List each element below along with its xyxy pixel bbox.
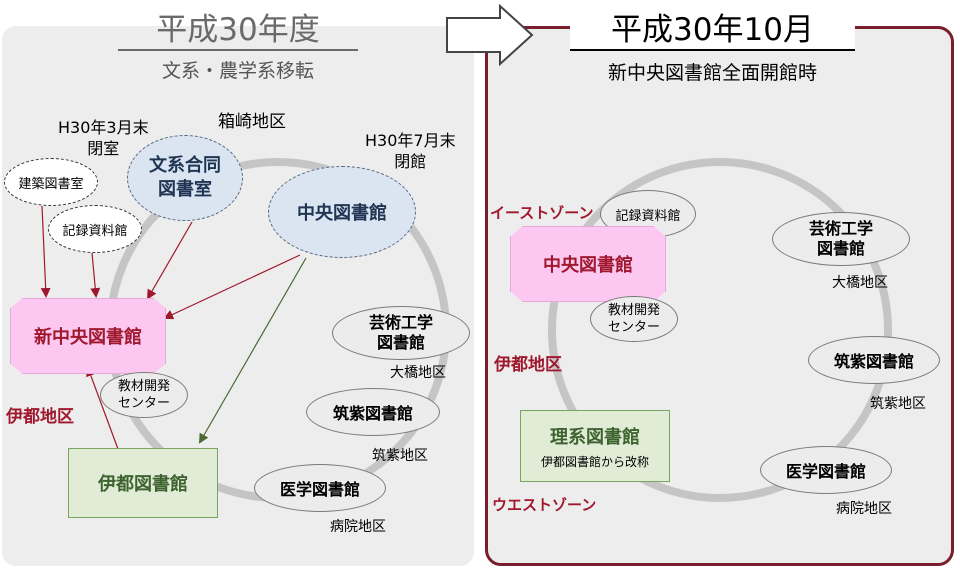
label-july-closure: H30年7月末 閉館 (365, 131, 456, 171)
label-byoin-area-right: 病院地区 (836, 501, 892, 517)
label-byoin-area: 病院地区 (330, 519, 386, 535)
right-title: 平成30年10月 (570, 2, 855, 50)
node-kyozai-center-right: 教材開発 センター (590, 296, 678, 342)
right-title-underline (570, 49, 855, 51)
label-ohashi-area: 大橋地区 (390, 365, 446, 381)
node-chikushi-library-right: 筑紫図書館 (808, 336, 940, 384)
rikei-title: 理系図書館 (550, 426, 640, 448)
node-kenchiku-library: 建築図書室 (4, 158, 98, 206)
node-chikushi-library: 筑紫図書館 (306, 388, 440, 436)
node-igaku-library-right: 医学図書館 (760, 446, 892, 494)
label-ito-area: 伊都地区 (6, 407, 74, 427)
node-rikei-library: 理系図書館 伊都図書館から改称 (520, 410, 670, 482)
node-geijutsu-library: 芸術工学 図書館 (332, 306, 470, 360)
transition-arrow (446, 3, 534, 67)
label-chikushi-area: 筑紫地区 (372, 448, 428, 464)
node-bunkei-library: 文系合同 図書室 (127, 135, 243, 221)
label-ohashi-area-right: 大橋地区 (832, 275, 888, 291)
label-chikushi-area-right: 筑紫地区 (870, 396, 926, 412)
node-ito-library: 伊都図書館 (68, 448, 218, 518)
node-kyozai-center: 教材開発 センター (100, 372, 188, 418)
left-title-underline (118, 49, 358, 51)
node-new-central-library: 新中央図書館 (10, 298, 166, 374)
left-title: 平成30年度 (156, 11, 320, 48)
arrow-kenchiku-to-shinchuo (40, 205, 51, 298)
arrow-chuo-to-ito (199, 257, 307, 444)
rikei-note: 伊都図書館から改称 (540, 454, 649, 469)
node-geijutsu-library-right: 芸術工学 図書館 (772, 212, 910, 266)
arrow-kiroku-to-shinchuo (90, 252, 101, 298)
label-east-zone: イーストゾーン (490, 204, 594, 222)
label-ito-area-right: 伊都地区 (494, 355, 562, 375)
node-chuo-library: 中央図書館 (268, 166, 416, 258)
left-subtitle: 文系・農学系移転 (161, 60, 314, 82)
arrow-bunkei-to-shinchuo (146, 221, 193, 300)
label-hakozaki: 箱崎地区 (218, 112, 286, 132)
arrow-chuo-to-shinchuo (163, 254, 301, 320)
right-subtitle: 新中央図書館全面開館時 (607, 62, 817, 84)
arrow-ito-to-shinchuo (86, 366, 119, 450)
node-kiroku-archive: 記録資料館 (48, 205, 142, 253)
node-chuo-library-right: 中央図書館 (510, 226, 666, 302)
right-campus-ring (548, 158, 892, 502)
node-igaku-library: 医学図書館 (254, 464, 386, 512)
label-west-zone: ウエストゾーン (492, 496, 597, 514)
label-march-closure: H30年3月末 閉室 (58, 118, 149, 158)
